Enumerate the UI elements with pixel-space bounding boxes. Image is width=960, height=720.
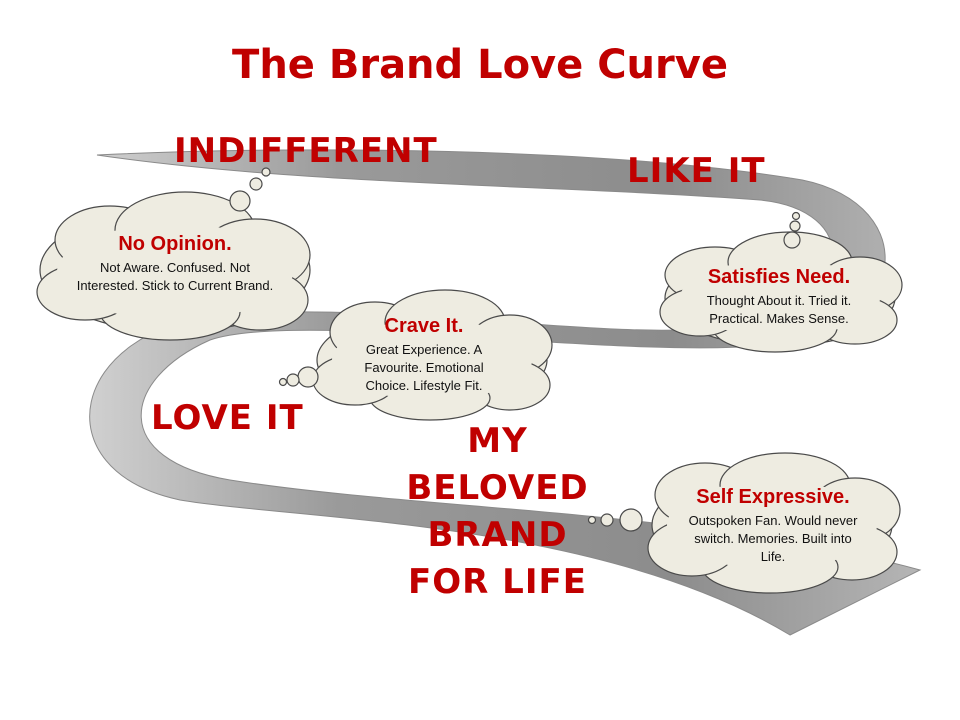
cloud-no-opinion: [36, 167, 311, 341]
cloud-body: Outspoken Fan. Would never switch. Memor…: [688, 513, 858, 564]
beloved-line-3: BRAND: [427, 515, 568, 555]
stage-label-love-it: LOVE IT: [151, 398, 304, 438]
cloud-self-expressive: [587, 452, 901, 594]
cloud-text-satisfies-need: Satisfies Need. Thought About it. Tried …: [688, 266, 870, 328]
cloud-body: Great Experience. A Favourite. Emotional…: [364, 342, 484, 393]
cloud-title: Satisfies Need.: [707, 266, 851, 288]
cloud-title: Crave It.: [384, 315, 464, 337]
cloud-body: Thought About it. Tried it. Practical. M…: [706, 293, 852, 326]
beloved-line-4: FOR LIFE: [408, 562, 587, 602]
cloud-text-no-opinion: No Opinion. Not Aware. Confused. Not Int…: [72, 233, 278, 295]
cloud-text-self-expressive: Self Expressive. Outspoken Fan. Would ne…: [686, 486, 860, 566]
stage-label-like-it: LIKE IT: [627, 151, 766, 191]
cloud-body: Not Aware. Confused. Not Interested. Sti…: [76, 260, 274, 293]
cloud-satisfies-need: [659, 211, 903, 353]
cloud-text-crave-it: Crave It. Great Experience. A Favourite.…: [350, 315, 498, 395]
beloved-line-2: BELOVED: [406, 468, 589, 508]
page-title: The Brand Love Curve: [232, 42, 728, 88]
beloved-line-1: MY: [467, 421, 528, 461]
cloud-crave-it: [278, 289, 553, 421]
cloud-title: Self Expressive.: [696, 486, 850, 508]
stage-label-indifferent: INDIFFERENT: [174, 131, 438, 171]
stage-label-beloved-brand: MY BELOVED BRAND FOR LIFE: [390, 418, 605, 606]
cloud-title: No Opinion.: [118, 233, 232, 255]
